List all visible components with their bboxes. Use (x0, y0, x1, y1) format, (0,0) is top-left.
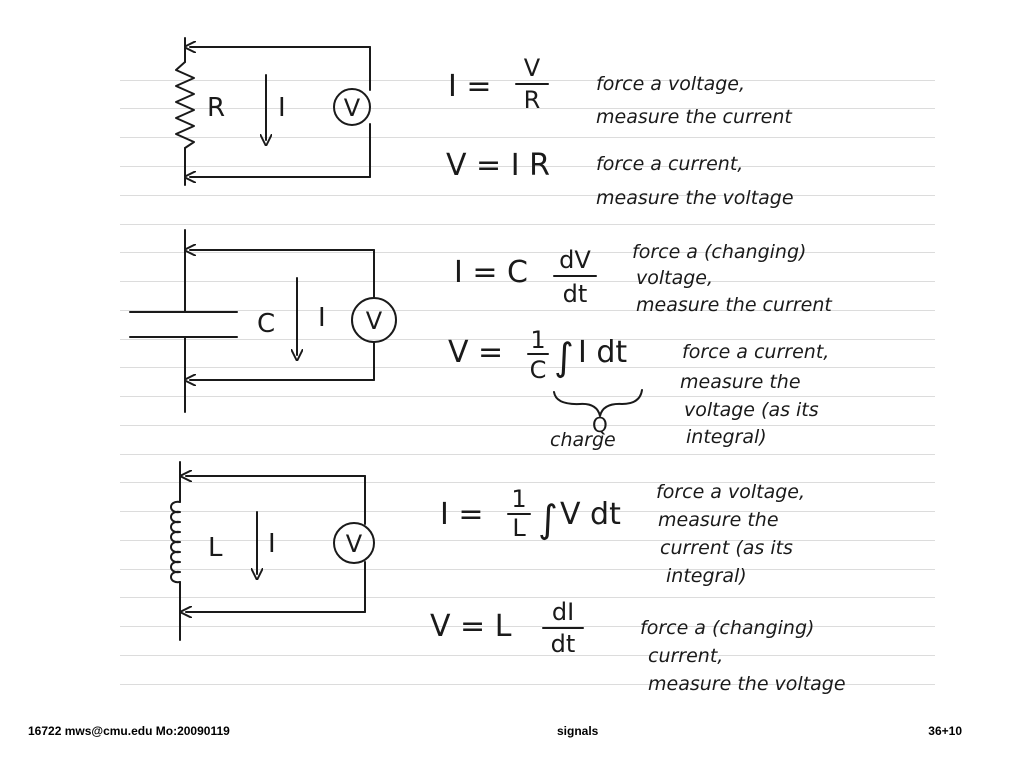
equation-lhs: I = C (454, 255, 528, 290)
equation-lhs: I = (448, 69, 492, 104)
brace-label-charge: charge (550, 429, 616, 451)
resistor-circuit (175, 37, 371, 186)
footer-page-number: 36+10 (928, 724, 962, 738)
equation-denominator: R (524, 86, 541, 114)
inductor-circuit (170, 461, 375, 641)
note-line: force a (changing) (640, 617, 814, 639)
ruled-line (120, 367, 935, 368)
note-line: current, (648, 645, 723, 667)
equation-rhs: V dt (560, 497, 621, 532)
label-i: I (268, 529, 276, 559)
underbrace (553, 389, 643, 417)
ruled-line (120, 252, 935, 253)
note-line: force a current, (682, 341, 829, 363)
note-line: force a current, (596, 153, 743, 175)
ruled-line (120, 655, 935, 656)
note-line: force a voltage, (596, 73, 745, 95)
note-line: measure the current (596, 106, 793, 128)
equation-numerator: V (524, 54, 541, 82)
ruled-line (120, 569, 935, 570)
equation-lhs: V = L (430, 609, 512, 644)
equation-denominator: dt (563, 280, 588, 308)
label-l: L (208, 533, 223, 563)
brace-label-q: Q (592, 413, 608, 437)
meter-label: V (366, 307, 383, 335)
meter-label: V (344, 94, 361, 122)
equation: V = I R (446, 148, 550, 183)
note-line: measure the (658, 509, 779, 531)
integral-sign: ∫ (538, 497, 558, 541)
note-line: current (as its (660, 537, 793, 559)
ruled-line (120, 396, 935, 397)
footer-title: signals (557, 724, 599, 738)
note-line: measure the voltage (596, 187, 794, 209)
capacitor-circuit (129, 229, 643, 417)
equation-denominator: dt (551, 630, 576, 658)
label-i: I (278, 93, 286, 123)
ruled-line (120, 454, 935, 455)
note-line: voltage (as its (684, 399, 819, 421)
ruled-line (120, 482, 935, 483)
ruled-line (120, 310, 935, 311)
equation-numerator: dI (552, 598, 574, 626)
inductor-coil (170, 500, 181, 584)
equation-lhs: V = (448, 335, 503, 370)
ruled-line (120, 540, 935, 541)
ruled-line (120, 108, 935, 109)
equation-lhs: I = (440, 497, 484, 532)
voltmeter-symbol (333, 88, 371, 126)
footer-course-info: 16722 mws@cmu.edu Mo:20090119 (28, 724, 230, 738)
ruled-line (120, 511, 935, 512)
equation-numerator: dV (559, 246, 591, 274)
ruled-line (120, 80, 935, 81)
ruled-line (120, 224, 935, 225)
ruled-line (120, 166, 935, 167)
integral-sign: ∫ (554, 335, 574, 379)
label-i: I (318, 303, 326, 333)
resistor-symbol (175, 61, 195, 149)
ruled-line (120, 425, 935, 426)
note-line: measure the current (636, 294, 833, 316)
equation-numerator: 1 (530, 326, 545, 354)
equation-rhs: I dt (578, 335, 627, 370)
ruled-line (120, 137, 935, 138)
note-line: integral) (686, 426, 767, 448)
equation-denominator: C (530, 356, 547, 384)
label-r: R (207, 93, 225, 123)
meter-label: V (346, 530, 363, 558)
equation-numerator: 1 (511, 485, 526, 513)
ruled-line (120, 195, 935, 196)
note-line: measure the (680, 371, 801, 393)
ruled-line (120, 281, 935, 282)
ruled-line (120, 626, 935, 627)
ruled-line (120, 597, 935, 598)
label-c: C (257, 309, 275, 339)
note-line: measure the voltage (648, 673, 846, 695)
note-line: integral) (666, 565, 747, 587)
note-line: force a (changing) (632, 241, 806, 263)
equation-denominator: L (512, 514, 526, 542)
voltmeter-symbol (333, 522, 375, 564)
ruled-line (120, 684, 935, 685)
ruled-line (120, 339, 935, 340)
note-line: force a voltage, (656, 481, 805, 503)
note-line: voltage, (636, 267, 713, 289)
